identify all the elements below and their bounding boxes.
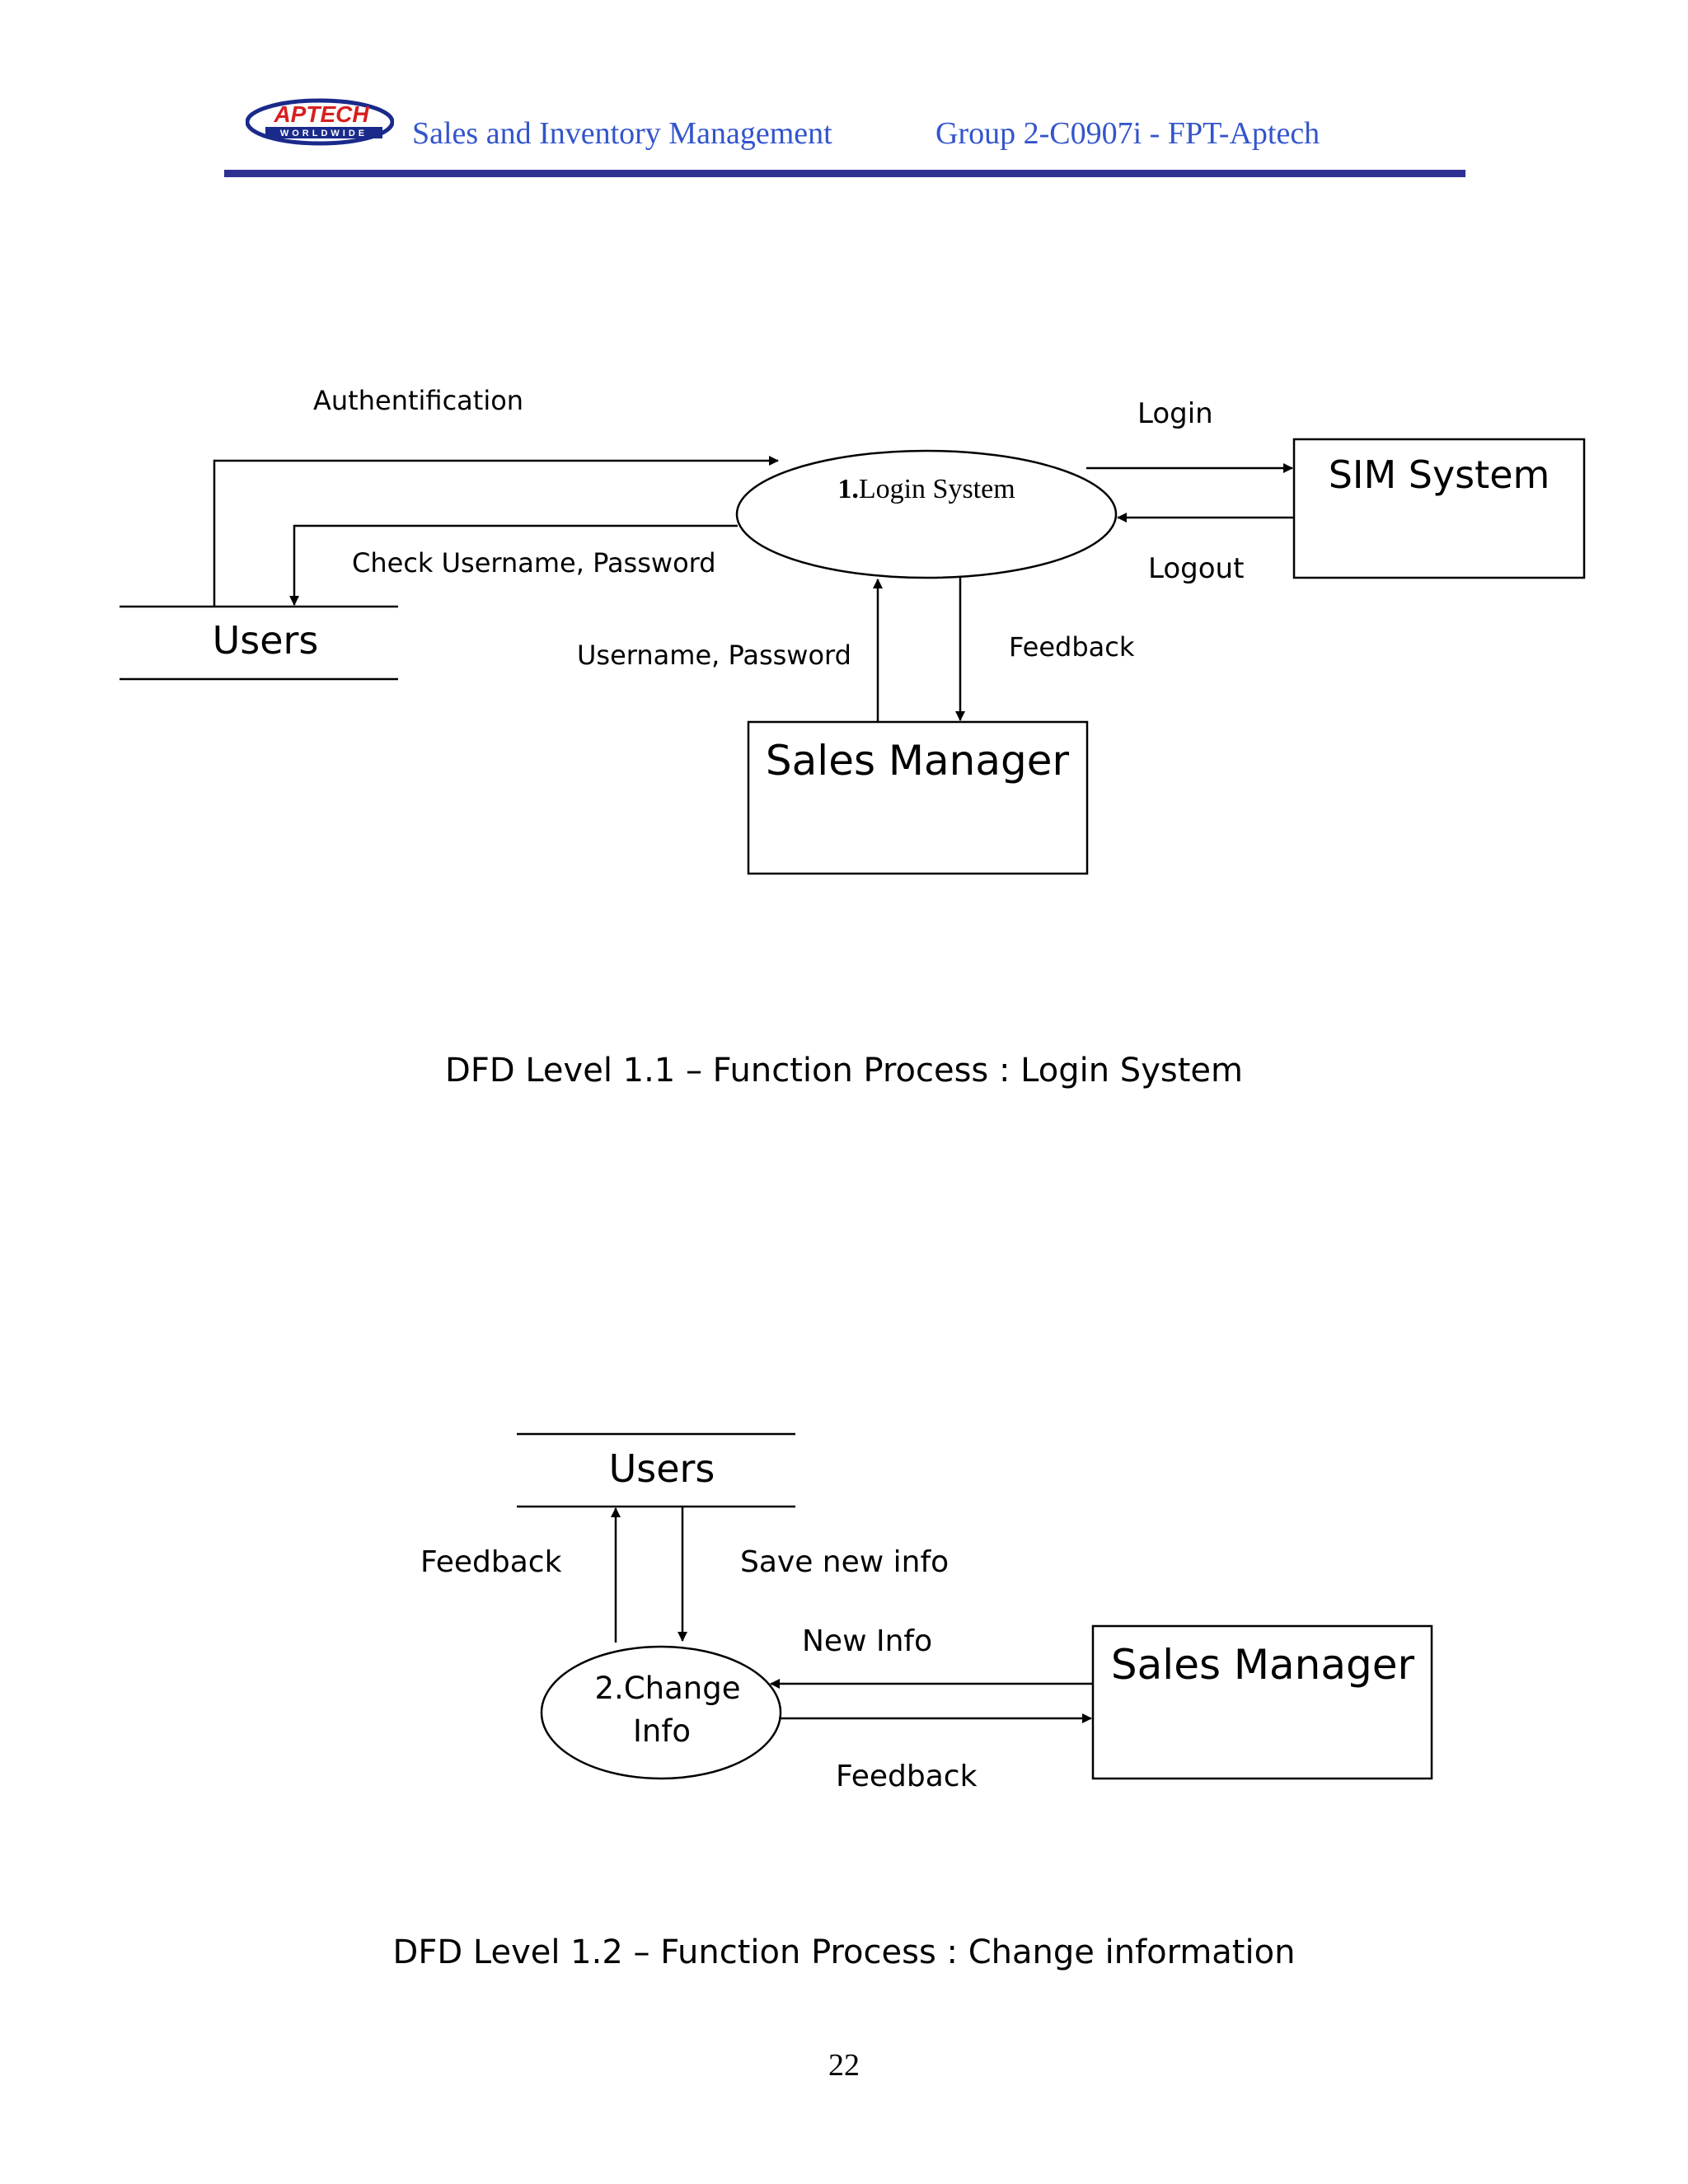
- aptech-logo: APTECH WORLDWIDE: [246, 98, 394, 146]
- label-save-new-info: Save new info: [740, 1545, 949, 1579]
- sales-manager-entity-1: Sales Manager: [747, 720, 1089, 875]
- svg-text:1.Login System: 1.Login System: [837, 474, 1015, 504]
- header-rule: [224, 170, 1465, 177]
- label-feedback-right: Feedback: [836, 1760, 978, 1793]
- header-title: Sales and Inventory Management: [412, 116, 832, 151]
- label-feedback-1: Feedback: [1009, 631, 1135, 663]
- sim-system-entity: SIM System: [1292, 438, 1586, 579]
- process-change-line1: 2.Change: [595, 1671, 741, 1706]
- flow-check-username-password: [289, 524, 738, 606]
- label-feedback-up: Feedback: [420, 1545, 562, 1579]
- sales-manager-label-2: Sales Manager: [1111, 1641, 1415, 1689]
- sales-manager-entity-2: Sales Manager: [1091, 1624, 1433, 1780]
- label-check-username-password: Check Username, Password: [352, 547, 716, 579]
- label-authentification: Authentification: [313, 385, 523, 416]
- process-change-info: 2.Change Info: [540, 1645, 782, 1780]
- process-name: Login System: [859, 474, 1015, 504]
- label-logout: Logout: [1148, 552, 1244, 585]
- dfd-level-1-2: Users 2.Change Info Sales Manager Feedba…: [420, 1432, 1433, 1793]
- label-username-password: Username, Password: [577, 640, 851, 671]
- logo-subtext: WORLDWIDE: [280, 129, 368, 138]
- users-datastore-1: Users: [120, 605, 398, 681]
- process-change-line2: Info: [633, 1713, 691, 1749]
- users-store-label: Users: [213, 618, 319, 663]
- caption-dfd-1-1: DFD Level 1.1 – Function Process : Login…: [445, 1052, 1243, 1090]
- flow-authentification: [213, 456, 779, 607]
- users-datastore-2: Users: [517, 1432, 795, 1508]
- users-store-label-2: Users: [609, 1446, 715, 1491]
- page-number: 22: [828, 2048, 860, 2083]
- sales-manager-label-1: Sales Manager: [766, 737, 1070, 785]
- logo-text: APTECH: [273, 101, 369, 127]
- dfd-level-1-1: Users 1.Login System SIM System Sales Ma…: [120, 385, 1586, 875]
- caption-dfd-1-2: DFD Level 1.2 – Function Process : Chang…: [392, 1933, 1296, 1971]
- label-login: Login: [1137, 397, 1213, 430]
- sim-system-label: SIM System: [1329, 452, 1550, 497]
- process-login-system: 1.Login System: [735, 449, 1118, 579]
- label-new-info: New Info: [802, 1624, 932, 1658]
- header-group: Group 2-C0907i - FPT-Aptech: [935, 116, 1320, 151]
- process-number: 1.: [837, 474, 859, 504]
